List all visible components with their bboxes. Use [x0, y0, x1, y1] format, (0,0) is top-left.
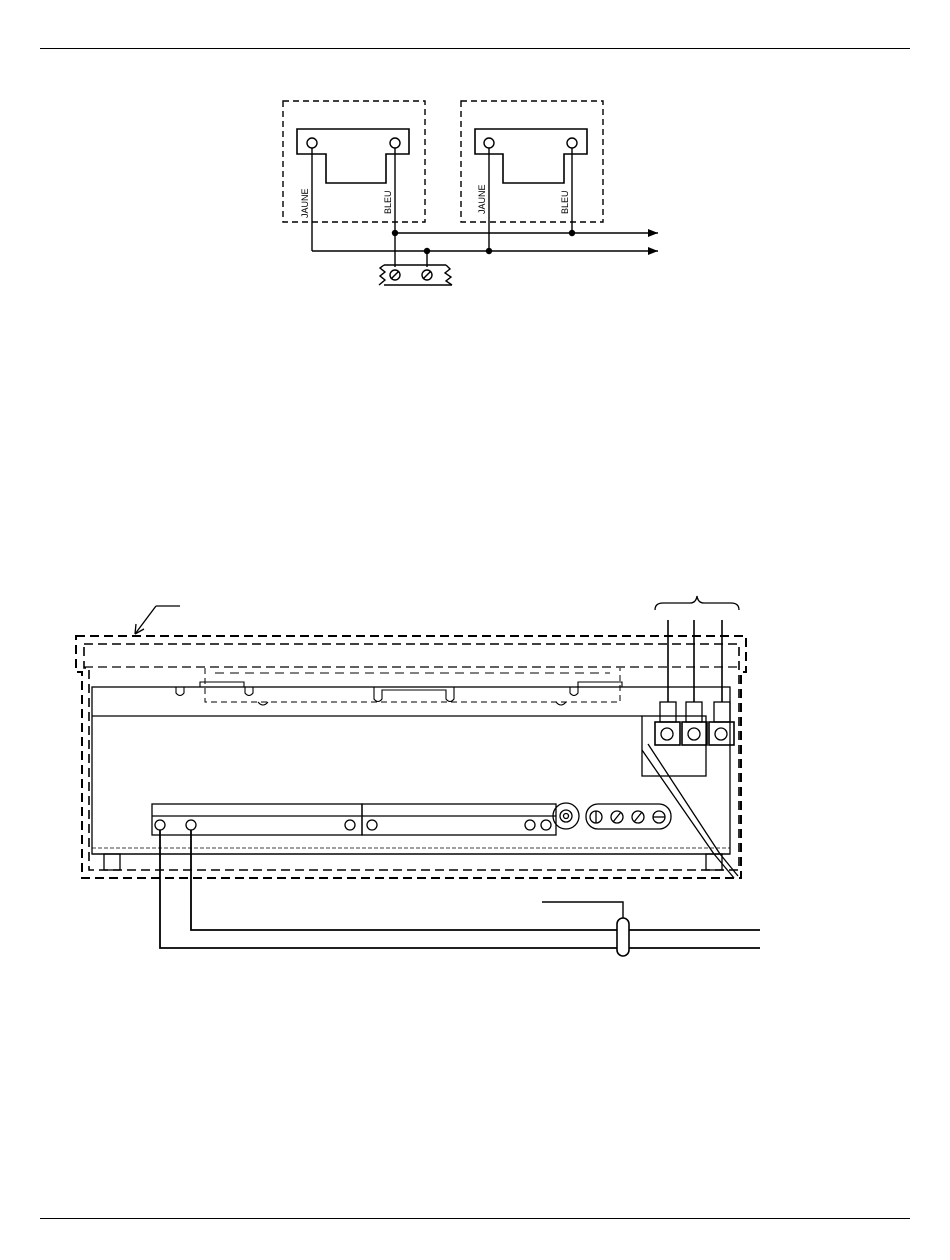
- loop-wire-inner: [191, 830, 760, 930]
- module-2-right-wire-label: BLEU: [560, 190, 570, 214]
- module-1-right-wire-label: BLEU: [383, 190, 393, 214]
- power-clamp-2: [686, 702, 702, 722]
- main-terminal-strip: [152, 803, 671, 835]
- enclosure-outer-boundary: [76, 636, 746, 878]
- terminal-strip-right: [362, 804, 556, 835]
- ground-stud-outer: [553, 803, 579, 829]
- left-foot: [104, 854, 120, 870]
- right-foot: [706, 854, 722, 870]
- strip-terminal-4: [367, 820, 377, 830]
- module-2-left-wire-label: JAUNE: [477, 184, 487, 214]
- power-clamp-3: [714, 702, 730, 722]
- power-terminal-block: [642, 620, 738, 878]
- module-1-left-wire-label: JAUNE: [300, 188, 310, 218]
- strip-terminal-5: [525, 820, 535, 830]
- strip-terminal-6: [541, 820, 551, 830]
- diagonal-wire-a: [642, 750, 714, 854]
- wire-clip: [617, 918, 629, 956]
- strip-terminal-2: [186, 820, 196, 830]
- wire-group-brace: [655, 596, 739, 610]
- power-screw-2: [688, 728, 700, 740]
- leader-arrow: [135, 606, 180, 634]
- panel-terminal-strip: [379, 265, 452, 285]
- strip-terminal-1: [155, 820, 165, 830]
- strip-terminal-3: [345, 820, 355, 830]
- diagonal-wire-b: [648, 744, 720, 854]
- module-1-left-terminal: [307, 138, 317, 148]
- bottom-panel-diagram: [76, 596, 760, 956]
- power-terminal-1: [655, 722, 680, 745]
- terminal-strip-left: [152, 804, 362, 835]
- power-terminal-2: [682, 722, 707, 745]
- ground-stud-inner: [560, 810, 572, 822]
- module-2-terminal-block: [475, 129, 587, 183]
- power-clamp-1: [660, 702, 676, 722]
- module-1-right-terminal: [390, 138, 400, 148]
- loop-wires: [160, 830, 760, 956]
- enclosure-inner-boundary: [84, 644, 739, 870]
- module-2-left-terminal: [484, 138, 494, 148]
- detector-module-2: [461, 101, 603, 251]
- module-1-terminal-block: [297, 129, 409, 183]
- detector-module-1: [283, 101, 425, 267]
- module-2-right-terminal: [567, 138, 577, 148]
- power-screw-1: [661, 728, 673, 740]
- power-screw-3: [715, 728, 727, 740]
- clip-lead: [542, 902, 623, 918]
- power-block-housing: [642, 716, 706, 776]
- top-wiring-diagram: [283, 101, 658, 285]
